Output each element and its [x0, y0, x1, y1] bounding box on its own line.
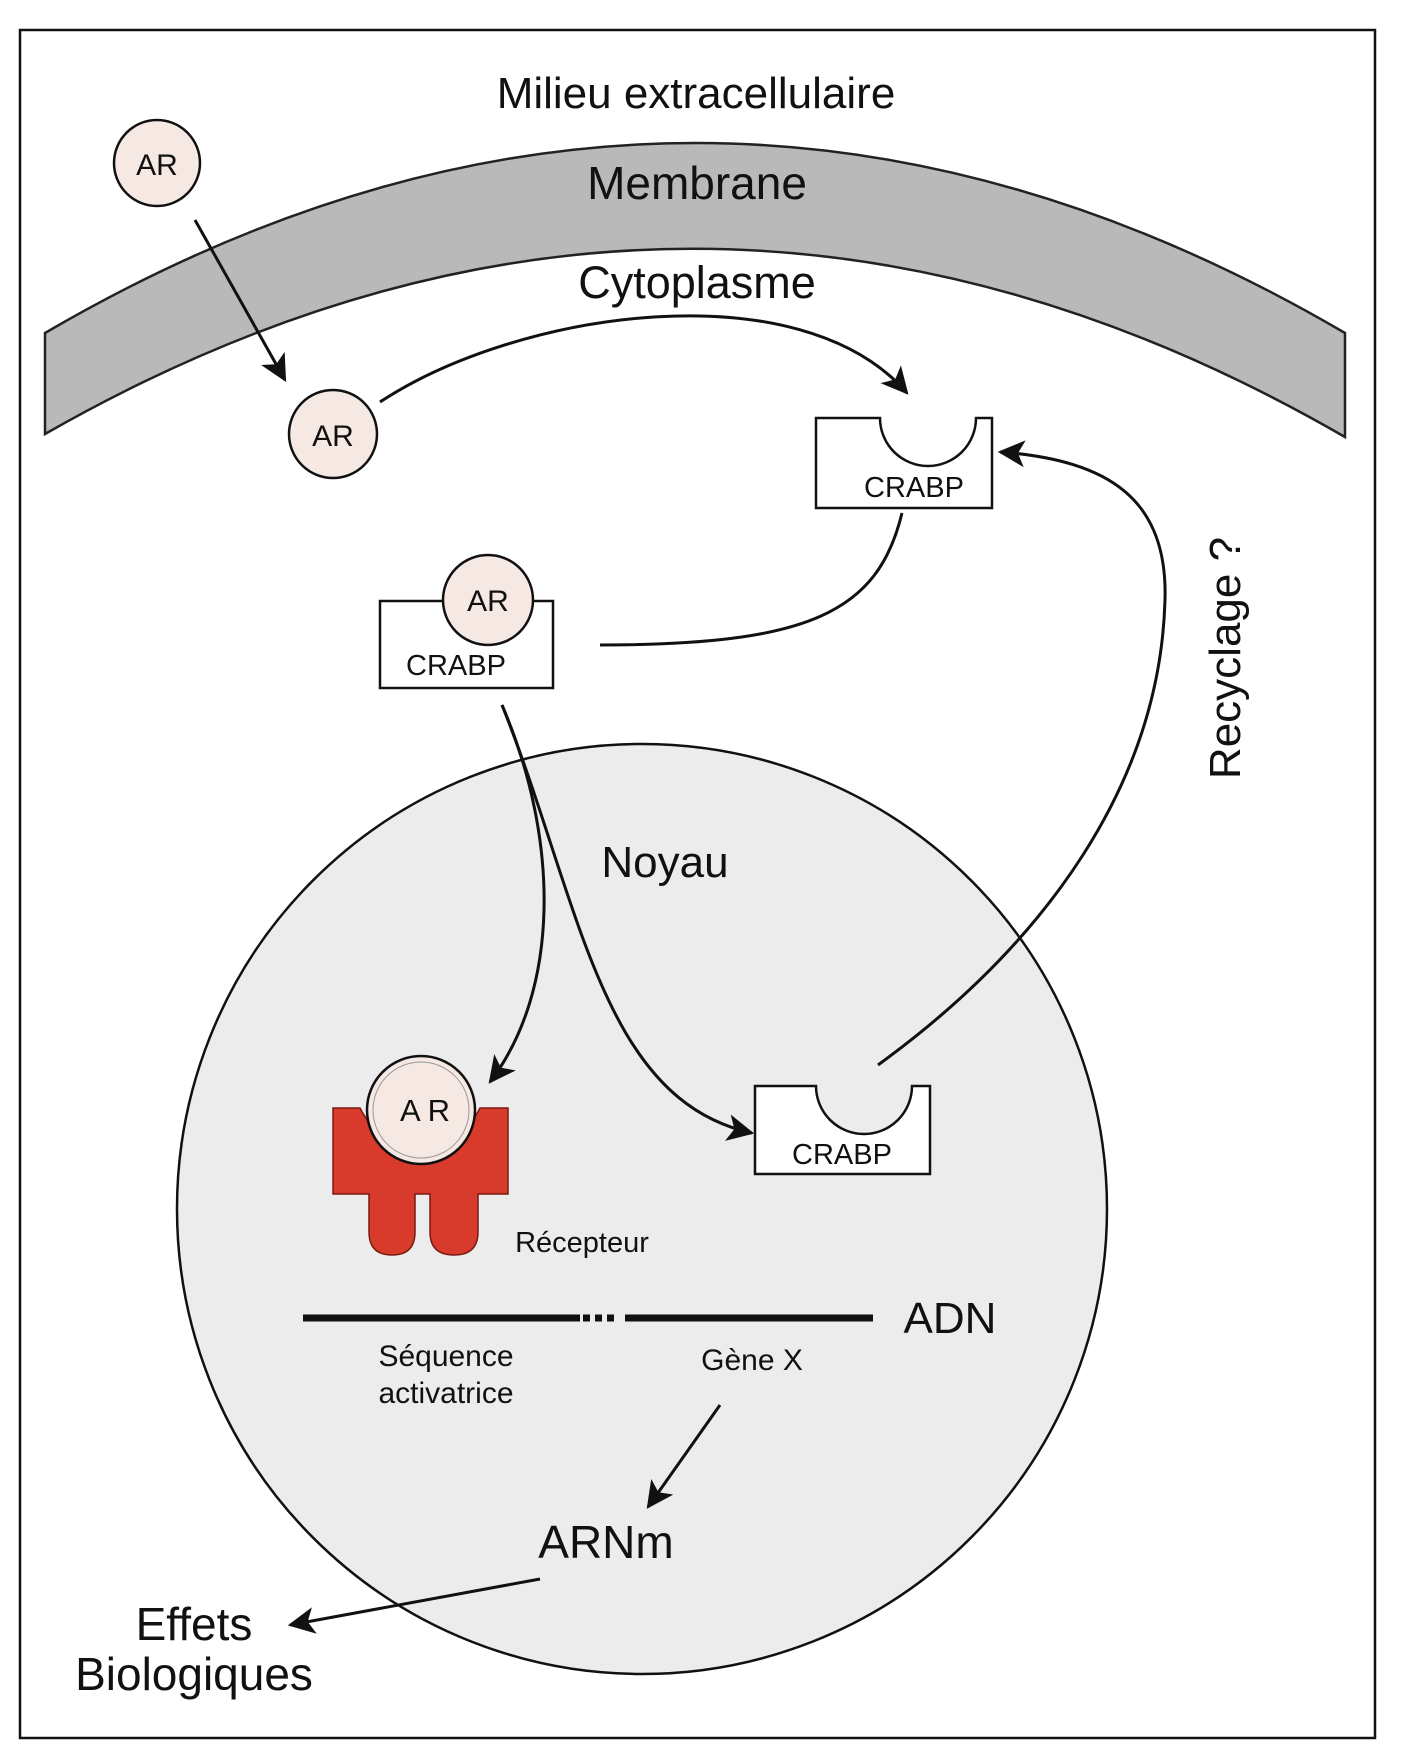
activator-sequence-line1: Séquence: [378, 1340, 513, 1373]
arrow-ar-entry: [193, 219, 287, 382]
cell-membrane: [43, 141, 1347, 440]
arrow-complex-to-nuclear-crabp: [500, 704, 755, 1141]
crabp-empty-label: CRABP: [864, 472, 964, 504]
nucleus-label: Noyau: [601, 838, 728, 887]
ar-extracellular-label: AR: [136, 149, 178, 182]
ar-cytoplasm: AR: [287, 388, 379, 480]
activator-sequence-line2: activatrice: [378, 1377, 513, 1410]
arrow-ar-to-crabp: [379, 314, 909, 404]
connector-crabp-binding: [599, 512, 904, 647]
arrow-gene-to-mrna: [646, 1404, 722, 1509]
crabp-ar-complex: AR CRABP: [378, 553, 555, 690]
arrow-recycling: [877, 440, 1167, 1067]
ar-extracellular: AR: [112, 118, 202, 208]
recycling-label: Recyclage ?: [1201, 537, 1250, 779]
membrane-label: Membrane: [587, 157, 807, 209]
ar-complex-label: AR: [467, 585, 509, 618]
nucleus: [175, 742, 1109, 1676]
arrow-mrna-to-effects: [287, 1577, 541, 1634]
effects-line2: Biologiques: [75, 1648, 313, 1700]
cytoplasm-label: Cytoplasme: [578, 257, 816, 308]
ar-cytoplasm-label: AR: [312, 420, 354, 453]
crabp-complex-label: CRABP: [406, 650, 506, 682]
effects-line1: Effets: [136, 1598, 253, 1650]
ar-receptor-label: A R: [400, 1093, 450, 1128]
mrna-label: ARNm: [538, 1516, 673, 1568]
receptor-label: Récepteur: [515, 1227, 649, 1259]
extracellular-label: Milieu extracellulaire: [497, 69, 896, 118]
crabp-empty-cytoplasm: CRABP: [814, 416, 994, 510]
dna-label: ADN: [904, 1294, 997, 1343]
crabp-empty-nucleus: CRABP: [753, 1084, 932, 1176]
crabp-nucleus-label: CRABP: [792, 1139, 892, 1171]
nuclear-receptor: A R: [332, 1054, 509, 1256]
gene-x-label: Gène X: [701, 1344, 803, 1377]
